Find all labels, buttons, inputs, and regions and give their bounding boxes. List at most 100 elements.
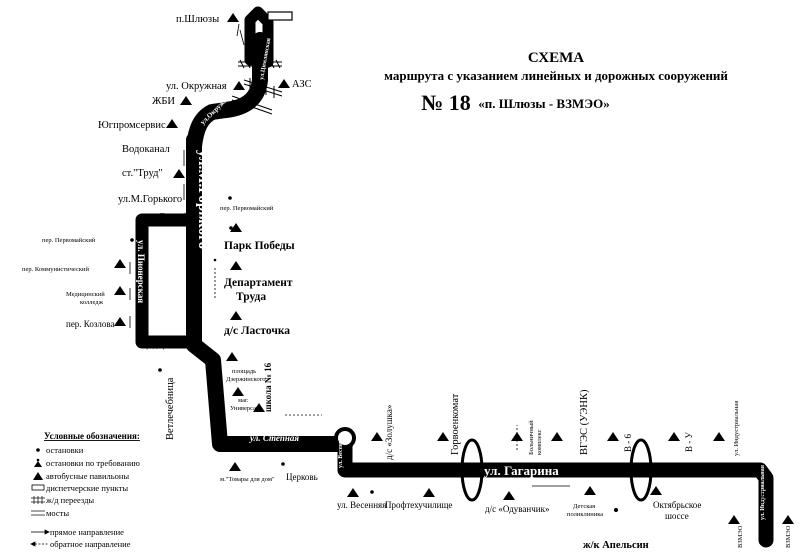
pavilion-icon: [180, 96, 192, 105]
stop-ul-gorkogo: ул.М.Горького: [118, 194, 182, 205]
stop-ul-vesennyaya: ул. Весенняя: [337, 500, 386, 510]
stop-v6: В - 6: [623, 434, 633, 453]
legend-item: остановки по требованию: [46, 458, 141, 468]
pavilion-icon: [166, 119, 178, 128]
road-network: [135, 6, 774, 548]
stop-oktyabrskoe-2: шоссе: [665, 511, 689, 521]
route-name: «п. Шлюзы - ВЗМЭО»: [478, 96, 610, 111]
stop-det-poliklinika-1: Детская: [573, 503, 595, 510]
street-pionerskaya: ул. Пионерская: [136, 240, 146, 303]
road-pionerskaya: [135, 213, 201, 349]
pavilion-icon: [114, 259, 126, 268]
stop-dot-icon: [213, 258, 217, 262]
railway-crossings: [231, 59, 283, 115]
stop-vetlechebnitsa: Ветлечебница: [165, 377, 176, 440]
pavilion-icon: [230, 261, 242, 270]
stop-gorvoenkomat: Горвоенкомат: [450, 393, 461, 455]
stop-vges: ВГЭС (УЭНК): [579, 389, 590, 455]
stop-dot-icon: [228, 196, 232, 200]
pavilion-icon: [584, 486, 596, 495]
pavilion-icon: [437, 432, 449, 441]
road-gagarina: [337, 436, 774, 548]
stop-ploshchad-1: площадь: [232, 368, 256, 375]
route-number: № 18: [421, 90, 471, 115]
stop-ds-oduvanchik: д/с «Одуванчик»: [485, 504, 549, 514]
pavilion-icon: [173, 169, 185, 178]
stop-bolnichny-1: Больничный: [528, 420, 535, 455]
pavilion-icon: [713, 432, 725, 441]
legend-title: Условные обозначения:: [44, 431, 140, 441]
pavilion-icon: [34, 461, 42, 467]
street-vesennyaya-road: ул. Весенняя: [338, 432, 344, 468]
stop-vodokanal: Водоканал: [122, 144, 170, 155]
stop-st-trud: ст."Труд": [122, 168, 163, 179]
street-pervomaysky-road: пер. Первомайский: [147, 212, 201, 219]
pavilion-icon: [230, 311, 242, 320]
stop-vu: В - У: [684, 432, 694, 453]
stop-per-kommunistichesky: пер. Коммунистический: [22, 266, 89, 273]
stop-mag-2: Универсам: [230, 405, 260, 412]
street-stepnaya: ул. Степная: [249, 433, 299, 443]
pavilion-icon: [423, 488, 435, 497]
stop-dot-icon: [614, 508, 618, 512]
pavilion-icon: [253, 403, 265, 412]
pavilion-icon: [278, 79, 290, 88]
pavilion-icon: [232, 387, 244, 396]
stop-dot-icon: [370, 490, 374, 494]
pavilion-icon: [668, 432, 680, 441]
stop-departament-1: Департамент: [224, 277, 293, 289]
stop-bolnichny-2: комплекс: [536, 429, 543, 455]
street-gagarina: ул. Гагарина: [484, 463, 559, 478]
legend: Условные обозначения: остановки остановк…: [30, 431, 141, 549]
bridge-icon: [31, 510, 45, 516]
stop-vzmeo-1: ВЗМЭО: [737, 525, 744, 548]
pavilion-icon: [230, 223, 242, 232]
stop-dot-icon: [36, 448, 40, 452]
stop-vzmeo-2: ВЗМЭО: [785, 525, 792, 548]
legend-item: автобусные павильоны: [46, 471, 129, 481]
stop-azs: АЗС: [292, 79, 312, 90]
legend-item: остановки: [46, 445, 84, 455]
title-line1: СХЕМА: [528, 50, 584, 66]
pavilion-icon: [114, 317, 126, 326]
stop-tovary: м."Товары для дом": [220, 476, 275, 483]
stop-okruzhnaya: ул. Окружная: [166, 81, 227, 92]
road-okruzhnaya: [186, 32, 268, 154]
stop-zhk-apelsin: ж/к Апельсин: [583, 540, 649, 551]
stop-proftekh: Профтехучилище: [385, 500, 452, 510]
pavilion-icon: [227, 13, 239, 22]
street-industrialnaya-road: ул. Индустриальная: [760, 464, 766, 520]
legend-item: ж/д переезды: [45, 495, 94, 505]
pavilion-icon: [503, 491, 515, 500]
dispatch-point-shlyuzy: [267, 11, 293, 21]
railway-icon: [31, 496, 45, 504]
pavilion-icon: [347, 488, 359, 497]
pavilion-icon: [650, 486, 662, 495]
pavilion-icon: [226, 352, 238, 361]
direction-arrows: [129, 23, 763, 504]
stop-ploshchad-2: Дзержинского: [226, 376, 265, 383]
pavilion-icon: [728, 515, 740, 524]
bridge-1: [460, 438, 484, 502]
loop-interior: [150, 228, 186, 334]
pavilion-icon: [33, 472, 43, 480]
pavilion-icon: [229, 462, 241, 471]
legend-item: обратное направление: [50, 539, 131, 549]
pavilion-icon: [782, 515, 794, 524]
stop-industrialnaya: ул. Индустриальная: [733, 401, 740, 456]
stop-dot-icon: [281, 462, 285, 466]
stepnaya-roundabout: [334, 427, 356, 449]
street-gorkogo: ул.М.Горького: [195, 150, 211, 249]
stop-ds-lastochka: д/с Ласточка: [224, 325, 290, 337]
stop-per-pervomaysky-r: пер. Первомайский: [220, 205, 274, 212]
pavilion-icon: [607, 432, 619, 441]
pavilion-icon: [233, 81, 245, 90]
stop-med-college-1: Медицинский: [66, 291, 105, 298]
stop-shlyuzy: п.Шлюзы: [176, 14, 219, 25]
stop-med-college-2: колледж: [80, 299, 104, 306]
title-line2: маршрута с указанием линейных и дорожных…: [384, 68, 728, 83]
stop-per-pervomaysky-l: пер. Первомайский: [42, 237, 96, 244]
bridge-2: [629, 438, 653, 502]
dispatch-icon: [31, 484, 45, 491]
